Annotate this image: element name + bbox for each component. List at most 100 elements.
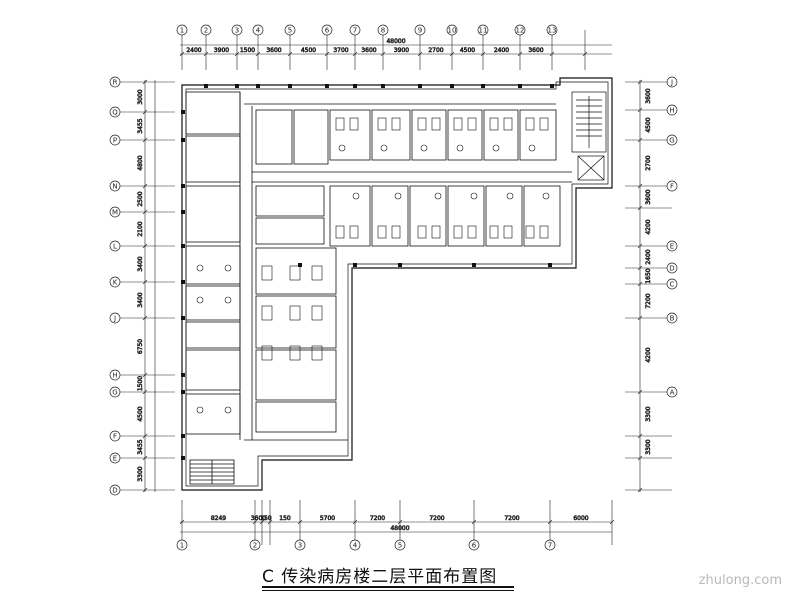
toilet [224,406,232,414]
right-tick [637,183,643,189]
bottom-axis-label: 2 [253,542,257,550]
left-axis-label: M [112,209,118,217]
bottom-axis-bubble [544,539,556,551]
left-axis-bubble [109,106,121,118]
left-tick [142,79,148,85]
bed [391,117,401,131]
column [550,84,554,88]
right-dim-text: 3600 [645,189,652,204]
top-axis-bubble [446,24,458,36]
bed [539,225,549,239]
left-dim-text: 3455 [137,439,144,454]
column-markers [181,84,554,460]
right-axis-label: D [669,265,674,273]
column [181,373,185,377]
right-axis-bubble [666,104,678,116]
bed [377,117,387,131]
top-axis-bubble [414,24,426,36]
left-tick [142,433,148,439]
bed [335,117,345,131]
column [181,110,185,114]
bed [539,117,549,131]
left-tick [142,279,148,285]
left-axis-label: N [112,183,117,191]
column [450,84,454,88]
top-axis-label: 12 [516,27,525,35]
bottom-axis-label: 1 [180,542,184,550]
left-axis-bubble [109,206,121,218]
bottom-dim-text: 7200 [429,515,444,522]
left-axis-label: R [113,79,118,87]
toilet [224,264,232,272]
left-axis-bubble [109,240,121,252]
top-tick [352,51,358,57]
left-dim-text: 3300 [137,466,144,481]
left-tick [142,209,148,215]
column [325,84,329,88]
top-axis-bubble [252,24,264,36]
right-dim-text: 4500 [645,117,652,132]
bottom-tick [471,519,477,525]
column [298,263,302,267]
left-wing-rooms [185,91,253,485]
right-tick [637,281,643,287]
right-axis-label: G [669,137,674,145]
right-axis-bubble [666,262,678,274]
top-axis-label: 1 [180,27,184,35]
right-tick [637,433,643,439]
room-fixtures [196,117,550,414]
bottom-tick [252,519,258,525]
left-dim-text: 3000 [137,89,144,104]
bed [349,225,359,239]
top-dim-text: 3900 [394,47,409,54]
toilet [224,296,232,304]
column [181,390,185,394]
left-dim-text: 3400 [137,256,144,271]
bed [289,265,301,281]
left-dim-text: 4500 [137,406,144,421]
left-axis-label: L [113,243,117,251]
right-dim-text: 4200 [645,219,652,234]
top-axis-label: 9 [418,27,422,35]
bottom-tick [397,519,403,525]
bottom-dim-text: 150 [279,515,291,522]
left-axis-label: J [113,315,116,323]
top-axis-bubble [514,24,526,36]
right-axis-bubble [666,76,678,88]
bed [453,225,463,239]
watermark-text: zhulong.com [698,573,782,588]
bottom-axis-bubble [394,539,406,551]
bottom-dim-text: 150 [260,515,272,522]
column [518,84,522,88]
left-axis-bubble [109,180,121,192]
bottom-axis-label: 6 [472,542,477,550]
left-tick [142,372,148,378]
bottom-axis-bubble [249,539,261,551]
top-tick [324,51,330,57]
bottom-axis-label: 7 [548,542,552,550]
left-dim-text: 1500 [137,376,144,391]
left-axis-label: Q [112,109,118,117]
top-axis-bubble [231,24,243,36]
column [398,263,402,267]
left-axis-label: P [113,137,117,145]
toilet [196,406,204,414]
left-axis-label: H [112,372,117,380]
left-tick [142,487,148,493]
left-axis-bubble [109,76,121,88]
right-tick [637,315,643,321]
left-axis-bubble [109,386,121,398]
right-axis-label: A [670,389,675,397]
top-tick [480,51,486,57]
sink [456,144,464,152]
column [381,84,385,88]
top-dim-text: 3600 [266,47,281,54]
top-tick [203,51,209,57]
column [288,84,292,88]
top-axis-bubble [377,24,389,36]
top-dim-text: 3600 [528,47,543,54]
bottom-tick [267,519,273,525]
top-axis-label: 2 [204,27,208,35]
sink [420,144,428,152]
